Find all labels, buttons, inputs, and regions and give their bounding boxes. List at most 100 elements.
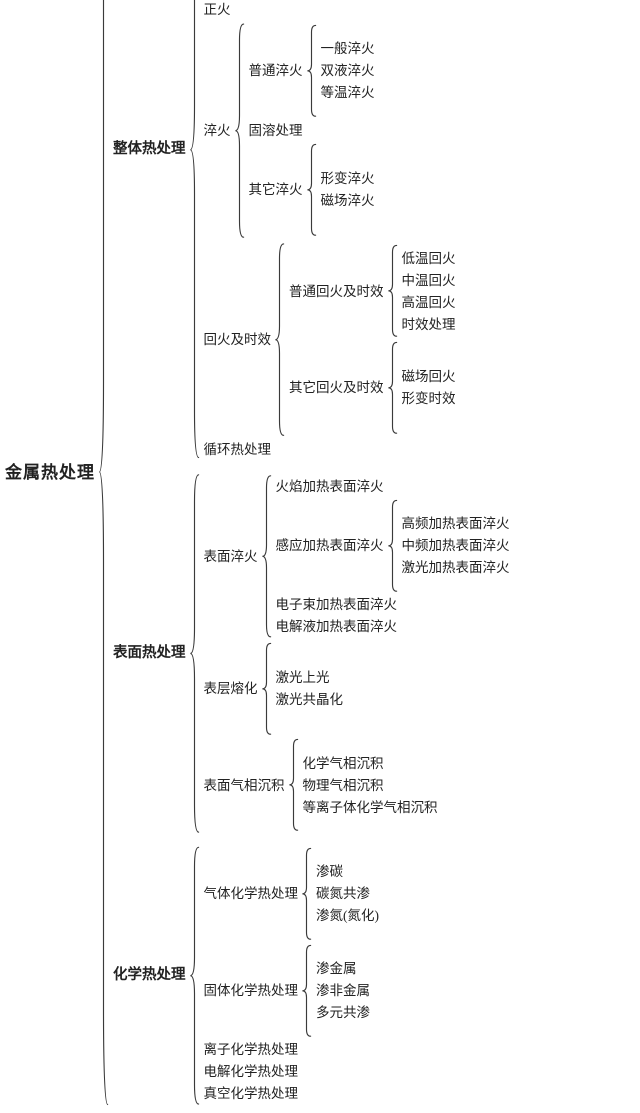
tree-node: 双液淬火: [320, 61, 376, 80]
brace-icon: [387, 500, 398, 592]
tree-node: 高频加热表面淬火: [401, 514, 511, 533]
node-label: 中频加热表面淬火: [401, 538, 510, 553]
tree-node: 表面气相沉积 化学气相沉积物理气相沉积等离子体化学气相沉积: [203, 739, 511, 831]
node-label: 等离子体化学气相沉积: [302, 799, 438, 815]
tree-node: 渗氮(氮化): [315, 906, 380, 925]
tree-node: 表面淬火 火焰加热表面淬火感应加热表面淬火高频加热表面淬火中频加热表面淬火激光加热…: [203, 475, 511, 638]
children-group: 磁场回火形变时效: [401, 366, 457, 410]
node-label: 表面热处理: [113, 644, 186, 661]
node-label: 渗氮(氮化): [316, 908, 379, 924]
node-label: 一般淬火: [320, 41, 375, 57]
tree-node: 磁场回火: [401, 367, 457, 386]
tree-node: 火焰加热表面淬火: [275, 477, 511, 496]
node-label: 固溶处理: [248, 122, 303, 138]
tree-node: 等离子体化学气相沉积: [302, 798, 439, 817]
tree-node: 气体化学热处理渗碳碳氮共渗渗氮(氮化): [203, 848, 381, 940]
node-label: 形变时效: [401, 391, 456, 407]
node-label: 磁场淬火: [320, 193, 375, 209]
node-label: 表层熔化: [203, 681, 258, 697]
children-group: 退火再结晶退火扩散退火去应力退火石墨化退火完全退火球化退火磁场退火正火淬火普通淬…: [203, 0, 457, 461]
node-label: 渗碳: [316, 864, 343, 880]
node-label: 形变淬火: [320, 171, 375, 187]
brace-icon: [306, 144, 317, 236]
node-label: 化学气相沉积: [302, 755, 384, 771]
tree-node: 回火及时效普通回火及时效低温回火中温回火高温回火时效处理其它回火及时效磁场回火形…: [203, 243, 457, 436]
tree-node: 普通回火及时效低温回火中温回火高温回火时效处理: [288, 245, 457, 337]
node-label: 电子束加热表面淬火: [275, 597, 398, 613]
tree-node: 固体化学热处理渗金属渗非金属多元共渗: [203, 945, 381, 1037]
tree-node: 等温淬火: [320, 83, 376, 102]
tree-node: 正火: [203, 0, 457, 19]
children-group: 普通回火及时效低温回火中温回火高温回火时效处理其它回火及时效磁场回火形变时效: [288, 243, 457, 436]
node-label: 火焰加热表面淬火: [275, 478, 384, 494]
node-label: 循环热处理: [203, 442, 272, 458]
children-group: 渗金属渗非金属多元共渗: [315, 958, 371, 1024]
tree-node: 时效处理: [401, 315, 457, 334]
node-label: 普通回火及时效: [289, 283, 384, 299]
node-label: 离子化学热处理: [203, 1042, 299, 1058]
tree-node: 碳氮共渗: [315, 884, 380, 903]
node-label: 高温回火: [401, 294, 456, 310]
node-label: 磁场回火: [401, 369, 456, 385]
brace-icon: [189, 473, 200, 834]
node-label: 真空化学热处理: [203, 1086, 299, 1102]
tree-node: 整体热处理退火再结晶退火扩散退火去应力退火石墨化退火完全退火球化退火磁场退火正火…: [112, 0, 511, 461]
children-group: 激光上光激光共晶化: [275, 667, 345, 711]
tree-node: 表层熔化 激光上光激光共晶化: [203, 643, 511, 735]
tree-node: 其它淬火 形变淬火磁场淬火: [248, 144, 376, 236]
children-group: 表面淬火 火焰加热表面淬火感应加热表面淬火高频加热表面淬火中频加热表面淬火激光加热…: [203, 473, 511, 834]
tree-node: 激光上光: [275, 668, 345, 687]
tree-node: 离子化学热处理: [203, 1040, 381, 1059]
brace-icon: [234, 23, 245, 238]
brace-icon: [274, 243, 285, 436]
tree-node: 形变淬火: [320, 169, 376, 188]
node-label: 激光共晶化: [275, 692, 344, 708]
tree-node: 电解液加热表面淬火: [275, 617, 511, 636]
node-label: 物理气相沉积: [302, 777, 384, 793]
node-label: 渗非金属: [316, 983, 370, 999]
tree-node: 中温回火: [401, 271, 457, 290]
node-label: 表面淬火: [203, 549, 258, 564]
children-group: 整体热处理退火再结晶退火扩散退火去应力退火石墨化退火完全退火球化退火磁场退火正火…: [112, 0, 511, 1111]
children-group: 高频加热表面淬火中频加热表面淬火激光加热表面淬火: [401, 513, 511, 579]
node-label: 金属热处理: [5, 462, 95, 482]
tree-node: 物理气相沉积: [302, 776, 439, 795]
brace-icon: [98, 0, 109, 1111]
children-group: 形变淬火磁场淬火: [320, 168, 376, 212]
node-label: 表面气相沉积: [203, 777, 285, 793]
tree-node: 真空化学热处理: [203, 1084, 381, 1103]
node-label: 其它淬火: [248, 182, 303, 198]
node-label: 普通淬火: [248, 63, 303, 79]
tree-node: 一般淬火: [320, 39, 376, 58]
tree-node: 中频加热表面淬火: [401, 536, 511, 555]
tree-node: 电子束加热表面淬火: [275, 595, 511, 614]
brace-icon: [387, 342, 398, 434]
node-label: 中温回火: [401, 272, 456, 288]
node-label: 气体化学热处理: [203, 886, 299, 902]
node-label: 高频加热表面淬火: [401, 516, 510, 531]
node-label: 电解液加热表面淬火: [275, 619, 398, 635]
node-label: 碳氮共渗: [316, 886, 370, 902]
children-group: 气体化学热处理渗碳碳氮共渗渗氮(氮化)固体化学热处理渗金属渗非金属多元共渗离子化…: [203, 846, 381, 1105]
tree-node: 循环热处理: [203, 440, 457, 459]
brace-icon: [306, 25, 317, 117]
tree-node: 渗金属: [315, 959, 371, 978]
node-label: 渗金属: [316, 961, 357, 977]
brace-icon: [189, 846, 200, 1105]
tree-node: 淬火普通淬火一般淬火双液淬火等温淬火固溶处理其它淬火形变淬火磁场淬火: [203, 23, 457, 238]
children-group: 一般淬火双液淬火等温淬火: [320, 38, 376, 104]
tree-node: 形变时效: [401, 389, 457, 408]
tree-node: 普通淬火 一般淬火双液淬火等温淬火: [248, 25, 376, 117]
tree-node: 渗碳: [315, 862, 380, 881]
heat-treatment-tree-diagram: 金属热处理整体热处理退火再结晶退火扩散退火去应力退火石墨化退火完全退火球化退火磁…: [4, 0, 511, 1113]
node-label: 双液淬火: [320, 63, 375, 79]
tree-node: 感应加热表面淬火高频加热表面淬火中频加热表面淬火激光加热表面淬火: [275, 500, 511, 592]
tree-node: 金属热处理整体热处理退火再结晶退火扩散退火去应力退火石墨化退火完全退火球化退火磁…: [4, 0, 511, 1111]
children-group: 渗碳碳氮共渗渗氮(氮化): [315, 861, 380, 927]
tree-node: 渗非金属: [315, 981, 371, 1000]
brace-icon: [189, 0, 200, 461]
node-label: 回火及时效: [203, 332, 272, 348]
tree-node: 多元共渗: [315, 1003, 371, 1022]
brace-icon: [261, 475, 272, 638]
node-label: 等温淬火: [320, 85, 375, 101]
